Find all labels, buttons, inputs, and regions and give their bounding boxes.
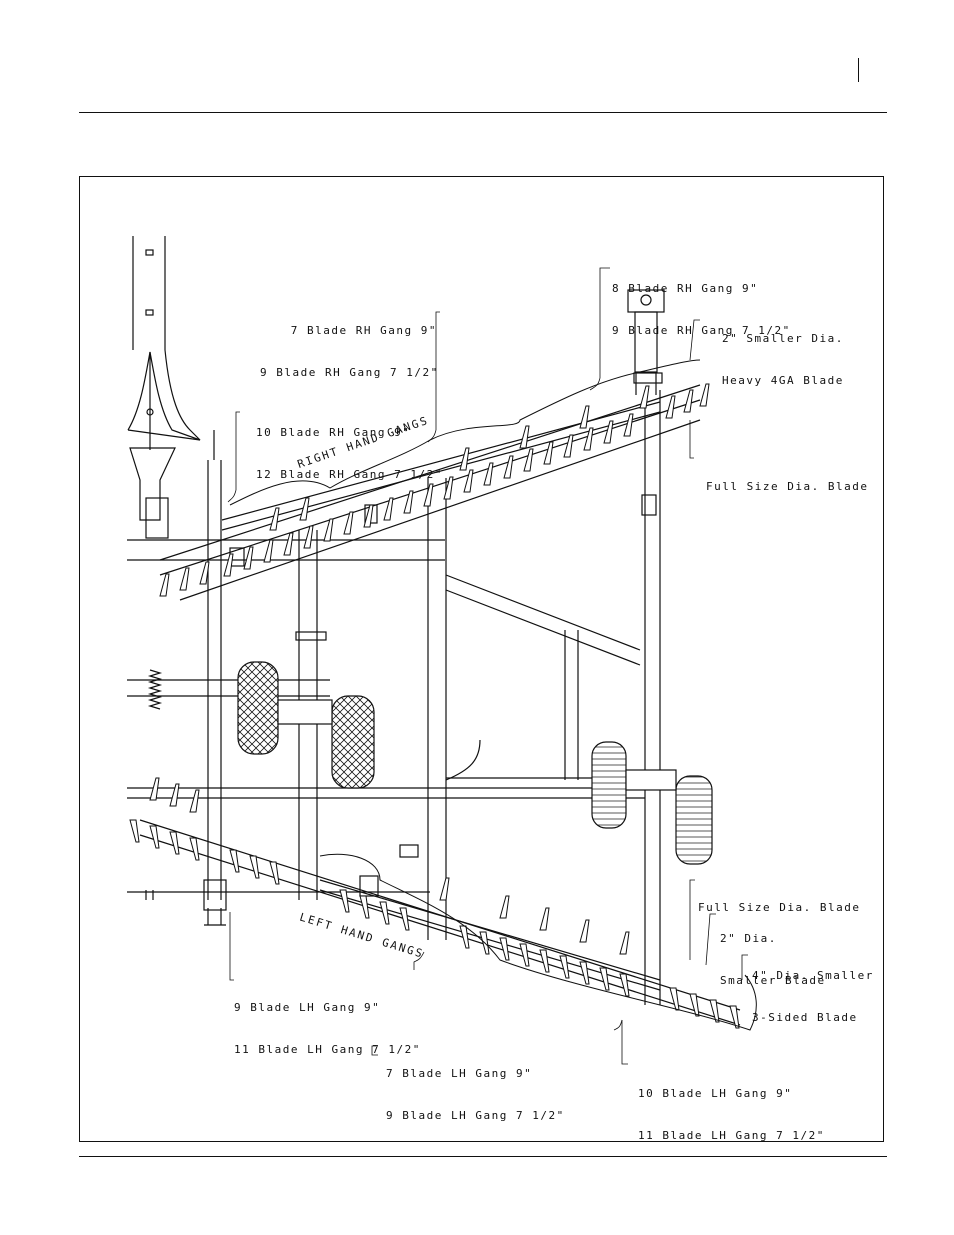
leader-lines (227, 267, 748, 1065)
callout-full-size-bottom: Full Size Dia. Blade (698, 873, 860, 929)
callout-full-size-bottom-text: Full Size Dia. Blade (698, 901, 861, 914)
callout-two-dia-line1: 2" Dia. (720, 932, 777, 945)
figure-frame (79, 176, 884, 1142)
callout-lh-mid: 7 Blade LH Gang 9" 9 Blade LH Gang 7 1/2… (386, 1039, 565, 1137)
callout-smaller-dia: 2" Smaller Dia. Heavy 4GA Blade (722, 304, 844, 402)
frame-structure (127, 236, 741, 1026)
callout-lh-right-line1: 10 Blade LH Gang 9" (638, 1087, 793, 1100)
callout-smaller-dia-line1: 2" Smaller Dia. (722, 332, 844, 345)
callout-four-dia-line2: 3-Sided Blade (752, 1011, 858, 1024)
header-page-marker (858, 58, 859, 82)
callout-lh-left-line2: 11 Blade LH Gang 7 1/2" (234, 1043, 421, 1056)
callout-lh-left: 9 Blade LH Gang 9" 11 Blade LH Gang 7 1/… (234, 973, 421, 1071)
callout-four-dia: 4" Dia. Smaller 3-Sided Blade (752, 941, 874, 1039)
callout-rh-top-line2: 9 Blade RH Gang 7 1/2" (612, 324, 791, 337)
callout-rh-left-line1: 10 Blade RH Gang 9" (256, 426, 411, 439)
callout-rh-left-line2: 12 Blade RH Gang 7 1/2" (256, 468, 443, 481)
callout-rh-left: 10 Blade RH Gang 9" 12 Blade RH Gang 7 1… (256, 398, 443, 496)
callout-four-dia-line1: 4" Dia. Smaller (752, 969, 874, 982)
callout-two-dia: 2" Dia. Smaller Blade (720, 904, 826, 1002)
callout-lh-left-line1: 9 Blade LH Gang 9" (234, 1001, 381, 1014)
callout-lh-right: 10 Blade LH Gang 9" 11 Blade LH Gang 7 1… (638, 1059, 825, 1157)
callout-smaller-dia-line2: Heavy 4GA Blade (722, 374, 844, 387)
callout-rh-mid-line1: 7 Blade RH Gang 9" (290, 324, 437, 337)
callout-rh-top: 8 Blade RH Gang 9" 9 Blade RH Gang 7 1/2… (612, 254, 791, 352)
header-rule (79, 112, 887, 113)
callout-lh-right-line2: 11 Blade LH Gang 7 1/2" (638, 1129, 825, 1142)
callout-lh-mid-line1: 7 Blade LH Gang 9" (386, 1067, 533, 1080)
callout-lh-mid-line2: 9 Blade LH Gang 7 1/2" (386, 1109, 565, 1122)
callout-rh-mid: 7 Blade RH Gang 9" 9 Blade RH Gang 7 1/2… (260, 296, 437, 394)
callout-rh-top-line1: 8 Blade RH Gang 9" (612, 282, 759, 295)
callout-rh-mid-line2: 9 Blade RH Gang 7 1/2" (260, 366, 439, 379)
callout-full-size-top-text: Full Size Dia. Blade (706, 480, 869, 493)
callout-full-size-top: Full Size Dia. Blade (706, 452, 868, 508)
footer-rule (79, 1156, 887, 1157)
wheels (237, 661, 713, 865)
gang-shields (229, 359, 757, 1031)
callout-two-dia-line2: Smaller Blade (720, 974, 826, 987)
